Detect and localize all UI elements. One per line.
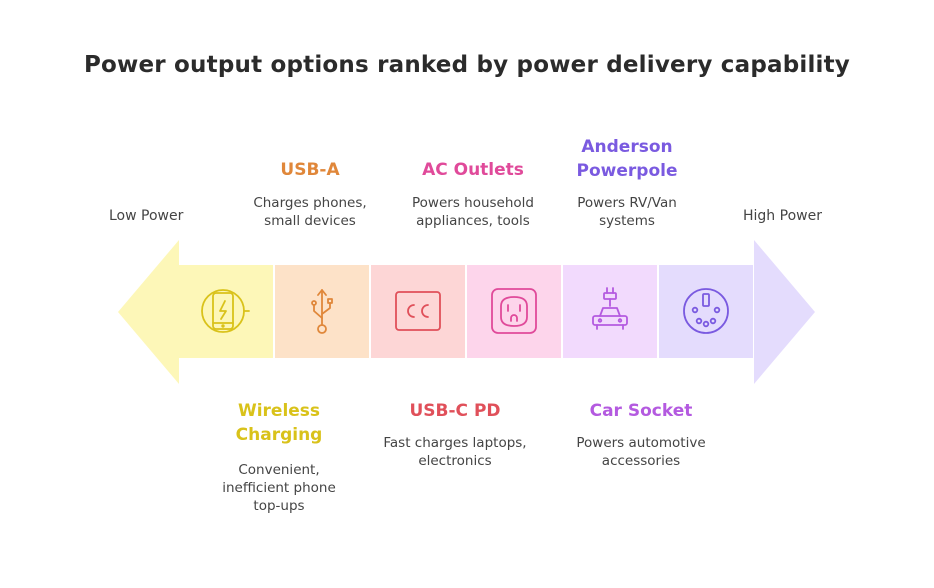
- low-power-label: Low Power: [109, 208, 184, 224]
- usb-c-pd-description: Fast charges laptops, electronics: [383, 435, 527, 469]
- car-socket-description: Powers automotive accessories: [576, 435, 706, 469]
- usb-c-pd-title: USB-C PD: [409, 401, 501, 421]
- left-arrow-head: [118, 240, 179, 384]
- wireless-charging-phone-icon: [201, 289, 250, 333]
- ac-outlets-title: AC Outlets: [422, 160, 524, 180]
- tile-car-socket: [563, 265, 657, 358]
- anderson-powerpole-title: Anderson Powerpole: [576, 137, 678, 181]
- tile-usb-a: [275, 265, 369, 358]
- usb-a-title: USB-A: [280, 160, 340, 180]
- tile-wireless-charging: [179, 265, 273, 358]
- wireless-charging-title: Wireless Charging: [235, 401, 323, 445]
- car-socket-title: Car Socket: [589, 401, 693, 421]
- tile-ac-outlets: [467, 265, 561, 358]
- multi-pin-connector-icon: [683, 288, 729, 334]
- power-outlet-icon: [491, 288, 537, 334]
- usb-icon: [311, 289, 333, 334]
- wireless-charging-description: Convenient, inefficient phone top-ups: [222, 462, 336, 514]
- high-power-label: High Power: [743, 208, 822, 224]
- car-plug-icon: [592, 287, 628, 330]
- tile-anderson-powerpole: [659, 265, 753, 358]
- tile-usb-c-pd: [371, 265, 465, 358]
- ac-outlets-description: Powers household appliances, tools: [412, 195, 534, 229]
- page-title: Power output options ranked by power del…: [84, 52, 850, 78]
- right-arrow-head: [754, 240, 815, 384]
- anderson-powerpole-description: Powers RV/Van systems: [577, 195, 677, 229]
- usb-c-port-icon: [395, 291, 441, 331]
- usb-a-description: Charges phones, small devices: [253, 195, 367, 229]
